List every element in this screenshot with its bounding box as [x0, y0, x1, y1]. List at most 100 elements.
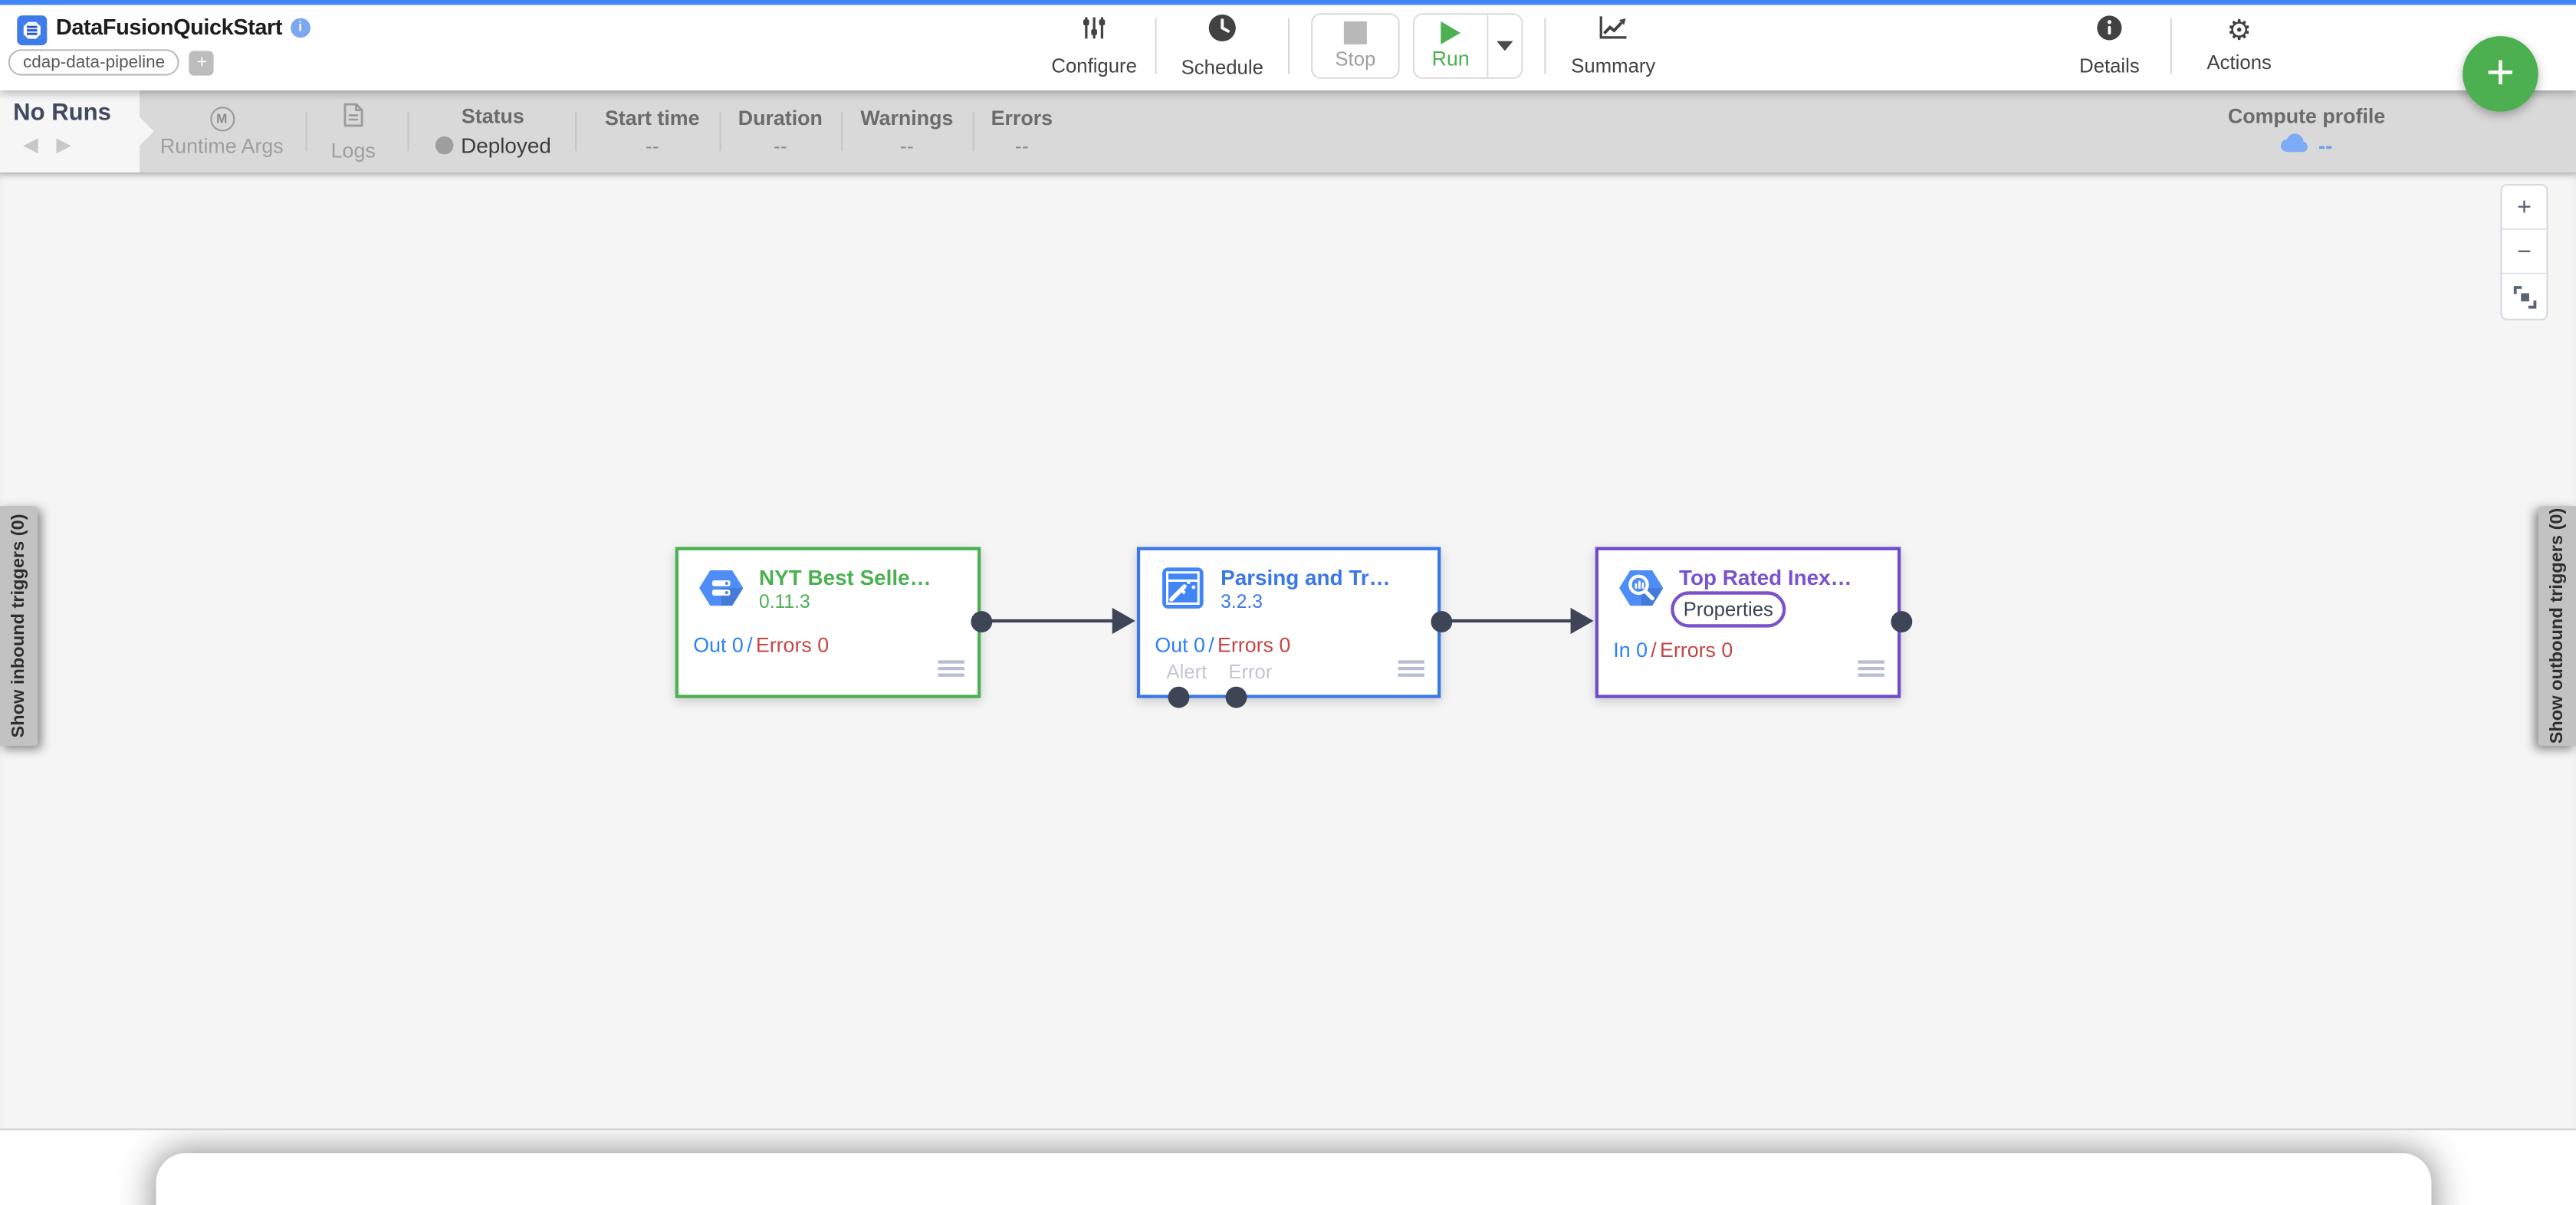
fit-to-screen-icon: [2512, 284, 2536, 308]
bottom-panel-area: [0, 1128, 2576, 1205]
node-metrics: Out 0/Errors 0: [1155, 634, 1291, 658]
details-button[interactable]: Details: [2063, 8, 2155, 84]
connection-line: [1451, 619, 1576, 623]
node-metrics: In 0/Errors 0: [1613, 639, 1733, 662]
pipeline-canvas[interactable]: + − Show inbound triggers (0) Show outbo…: [0, 172, 2576, 1129]
runs-carousel-tab: No Runs ◀ ▶: [0, 90, 140, 172]
outbound-triggers-tab[interactable]: Show outbound triggers (0): [2538, 506, 2576, 746]
zoom-controls: + −: [2500, 184, 2548, 320]
errors-value: --: [1014, 133, 1029, 157]
document-icon: [342, 101, 365, 136]
connection-line: [991, 619, 1116, 623]
schedule-button[interactable]: Schedule: [1171, 8, 1273, 84]
node-metrics: Out 0/Errors 0: [693, 634, 830, 658]
status-value: Deployed: [461, 133, 551, 158]
pipeline-toolbar: Configure Schedule Stop: [1048, 5, 1666, 87]
run-button-group: Run: [1412, 13, 1523, 79]
duration-column: Duration --: [738, 106, 823, 157]
node-wrangler[interactable]: Parsing and Tr… 3.2.3 Out 0/Errors 0 Ale…: [1136, 547, 1441, 698]
fit-to-screen-button[interactable]: [2502, 274, 2547, 319]
toolbar-divider: [1288, 18, 1290, 74]
error-port-label: Error: [1228, 660, 1273, 684]
connection-arrowhead-icon: [1570, 607, 1594, 635]
runs-count-label: No Runs: [13, 100, 111, 126]
zoom-out-button[interactable]: −: [2502, 230, 2547, 274]
chart-icon: [1598, 15, 1628, 49]
node-menu-icon[interactable]: [1398, 660, 1424, 680]
toolbar-divider: [1155, 18, 1157, 74]
statusbar-divider: [305, 111, 307, 152]
previous-run-icon[interactable]: ◀: [23, 133, 38, 156]
error-port[interactable]: [1224, 685, 1247, 708]
node-source[interactable]: NYT Best Selle… 0.11.3 Out 0/Errors 0: [675, 547, 981, 698]
top-bar: DataFusionQuickStart i cdap-data-pipelin…: [0, 0, 2576, 112]
right-toolbar: Details ⚙ Actions: [2063, 5, 2292, 87]
statusbar-divider: [407, 111, 409, 152]
inbound-triggers-tab[interactable]: Show inbound triggers (0): [0, 506, 38, 746]
statusbar-divider: [841, 111, 843, 152]
top-accent-stripe: [0, 0, 2576, 5]
node-title: Parsing and Tr…: [1221, 565, 1391, 590]
run-options-caret[interactable]: [1488, 15, 1522, 77]
add-tag-button[interactable]: +: [189, 50, 215, 75]
compute-profile-value: --: [2318, 133, 2333, 158]
node-title: NYT Best Selle…: [758, 565, 932, 590]
chevron-down-icon: [1497, 41, 1513, 51]
zoom-in-button[interactable]: +: [2502, 186, 2547, 230]
status-dot-icon: [434, 136, 453, 155]
start-time-column: Start time --: [604, 106, 700, 157]
info-circle-icon: [2096, 15, 2122, 49]
stop-icon: [1343, 21, 1367, 44]
gear-icon: ⚙: [2226, 15, 2252, 48]
connection-arrowhead-icon: [1112, 607, 1135, 635]
macro-icon: M: [209, 106, 235, 131]
wrangler-icon: [1160, 565, 1206, 611]
stop-button[interactable]: Stop: [1311, 13, 1400, 79]
cdap-logo[interactable]: [16, 15, 48, 46]
sliders-icon: [1081, 15, 1107, 49]
node-title: Top Rated Inex…: [1679, 565, 1852, 590]
actions-button[interactable]: ⚙ Actions: [2206, 15, 2272, 74]
play-icon: [1441, 21, 1460, 44]
warnings-column: Warnings --: [860, 106, 954, 157]
bigquery-source-icon: [698, 565, 744, 611]
compute-profile[interactable]: Compute profile --: [2227, 105, 2386, 158]
errors-column: Errors --: [991, 106, 1053, 157]
toolbar-divider: [1544, 18, 1546, 74]
node-menu-icon[interactable]: [1858, 660, 1884, 680]
pipeline-type-badge: cdap-data-pipeline: [8, 49, 180, 76]
next-run-icon[interactable]: ▶: [56, 133, 72, 156]
bottom-panel-shadow: [156, 1153, 2432, 1205]
duration-value: --: [773, 133, 787, 157]
summary-button[interactable]: Summary: [1561, 8, 1666, 84]
runs-navigation: ◀ ▶: [23, 131, 71, 157]
warnings-value: --: [899, 133, 914, 157]
status-column: Status Deployed: [430, 90, 555, 172]
runs-status-bar: No Runs ◀ ▶ M Runtime Args Logs: [0, 90, 2576, 172]
statusbar-divider: [575, 111, 577, 152]
node-version: 3.2.3: [1221, 593, 1263, 613]
logs-button[interactable]: Logs: [320, 90, 386, 172]
node-sink[interactable]: Top Rated Inex… Properties In 0/Errors 0: [1595, 547, 1901, 698]
bigquery-sink-icon: [1618, 565, 1664, 611]
add-entity-fab-button[interactable]: +: [2463, 36, 2538, 112]
statusbar-divider: [972, 111, 974, 152]
output-port[interactable]: [1430, 610, 1452, 632]
configure-button[interactable]: Configure: [1048, 8, 1140, 84]
node-port-labels: Alert Error: [1166, 660, 1272, 683]
toolbar-divider: [2170, 18, 2172, 74]
output-port[interactable]: [970, 610, 992, 632]
alert-port[interactable]: [1167, 685, 1189, 708]
run-button[interactable]: Run: [1414, 15, 1489, 77]
alert-port-label: Alert: [1166, 660, 1208, 684]
pipeline-title: DataFusionQuickStart: [55, 15, 283, 40]
runtime-args-button[interactable]: M Runtime Args: [160, 90, 284, 172]
output-port[interactable]: [1890, 610, 1912, 632]
info-icon[interactable]: i: [290, 17, 310, 38]
statusbar-divider: [719, 111, 721, 152]
cloud-icon: [2281, 133, 2311, 158]
start-time-value: --: [645, 133, 659, 157]
properties-button[interactable]: Properties: [1671, 591, 1786, 628]
node-menu-icon[interactable]: [938, 660, 964, 680]
